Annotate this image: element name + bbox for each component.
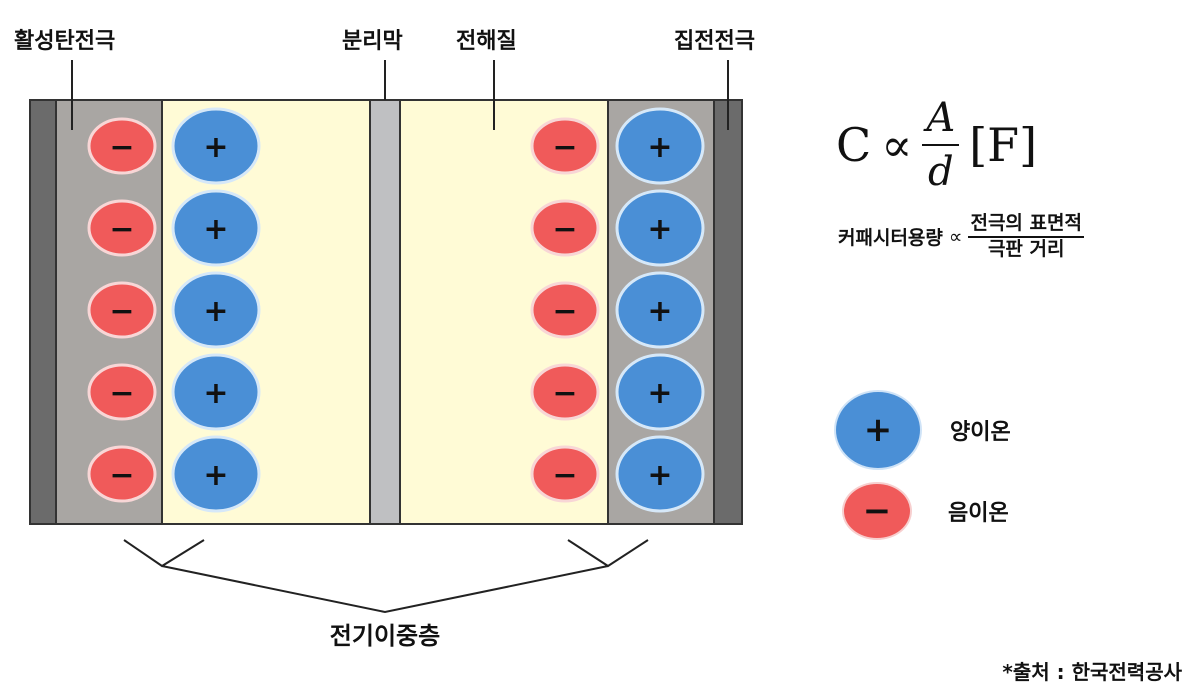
- source-credit: *출처 : 한국전력공사: [1002, 660, 1182, 684]
- right-positive-ion: [615, 435, 705, 513]
- separator-membrane: [369, 99, 401, 525]
- left-negative-ion: [87, 199, 157, 257]
- right-negative-ion: [530, 117, 600, 175]
- formula-numerator: A: [922, 98, 960, 146]
- bracket-right: [567, 539, 649, 568]
- right-negative-ion-sign: −: [552, 376, 577, 411]
- korean-formula-numerator: 전극의 표면적: [968, 213, 1084, 238]
- right-negative-ion-sign: −: [552, 130, 577, 165]
- right-positive-ion: [615, 271, 705, 349]
- label-current-collector: 집전전극: [674, 29, 755, 54]
- right-positive-ion-sign: +: [647, 458, 672, 493]
- legend-negative-label: 음이온: [948, 501, 1009, 526]
- right-positive-ion-sign: +: [647, 212, 672, 247]
- left-positive-ion-sign: +: [203, 458, 228, 493]
- left-positive-ion: [171, 435, 261, 513]
- left-positive-ion: [171, 353, 261, 431]
- right-negative-ion-sign: −: [552, 212, 577, 247]
- left-positive-ion-sign: +: [203, 212, 228, 247]
- left-negative-ion-sign: −: [109, 458, 134, 493]
- left-positive-ion-sign: +: [203, 294, 228, 329]
- left-positive-ion: [171, 107, 261, 185]
- legend-positive-ion-icon: +: [836, 392, 920, 468]
- ions-group: − + − + − + − + − + − + − + − + − + − +: [87, 107, 705, 513]
- left-current-collector: [29, 99, 57, 525]
- left-positive-ion: [171, 189, 261, 267]
- right-positive-ion: [615, 107, 705, 185]
- korean-formula-lhs: 커패시터용량: [838, 227, 943, 250]
- left-positive-ion-sign: +: [203, 130, 228, 165]
- left-positive-ion-sign: +: [203, 376, 228, 411]
- right-positive-ion: [615, 189, 705, 267]
- left-negative-ion-sign: −: [109, 376, 134, 411]
- korean-formula-prop: ∝: [948, 225, 963, 248]
- formula-fraction: A d: [922, 98, 960, 195]
- label-active-carbon-electrode: 활성탄전극: [14, 29, 115, 54]
- capacitance-formula: C ∝ A d [F]: [836, 98, 1037, 192]
- korean-formula-denominator: 극판 거리: [987, 237, 1065, 260]
- left-negative-ion-sign: −: [109, 294, 134, 329]
- bracket-join: [161, 565, 609, 614]
- left-positive-ion: [171, 271, 261, 349]
- legend-negative-ion-icon: −: [844, 484, 910, 538]
- formula-unit: [F]: [969, 118, 1038, 172]
- left-negative-ion: [87, 117, 157, 175]
- legend-positive: + 양이온: [836, 392, 1011, 468]
- left-negative-ion-sign: −: [109, 130, 134, 165]
- label-separator: 분리막: [342, 29, 403, 54]
- formula-denominator: d: [927, 149, 954, 195]
- left-negative-ion-sign: −: [109, 212, 134, 247]
- right-negative-ion-sign: −: [552, 458, 577, 493]
- label-electric-double-layer: 전기이중층: [330, 622, 440, 650]
- right-positive-ion-sign: +: [647, 294, 672, 329]
- bracket-left: [123, 539, 205, 568]
- formula-prop-symbol: ∝: [881, 118, 913, 172]
- left-negative-ion: [87, 363, 157, 421]
- right-negative-ion: [530, 281, 600, 339]
- label-electrolyte: 전해질: [456, 29, 517, 54]
- legend-positive-label: 양이온: [950, 420, 1011, 445]
- legend-negative: − 음이온: [844, 484, 1009, 538]
- right-negative-ion: [530, 199, 600, 257]
- left-negative-ion: [87, 445, 157, 503]
- korean-formula: 커패시터용량 ∝ 전극의 표면적 극판 거리: [838, 213, 1084, 260]
- right-negative-ion: [530, 363, 600, 421]
- right-negative-ion: [530, 445, 600, 503]
- korean-formula-fraction: 전극의 표면적 극판 거리: [968, 213, 1084, 260]
- right-negative-ion-sign: −: [552, 294, 577, 329]
- right-current-collector: [713, 99, 743, 525]
- right-positive-ion: [615, 353, 705, 431]
- left-negative-ion: [87, 281, 157, 339]
- formula-lhs: C: [836, 118, 872, 172]
- right-positive-ion-sign: +: [647, 130, 672, 165]
- supercapacitor-diagram: 활성탄전극 분리막 전해질 집전전극 −+−+−+−+−+−+−+−+−+−+ …: [14, 29, 755, 650]
- right-positive-ion-sign: +: [647, 376, 672, 411]
